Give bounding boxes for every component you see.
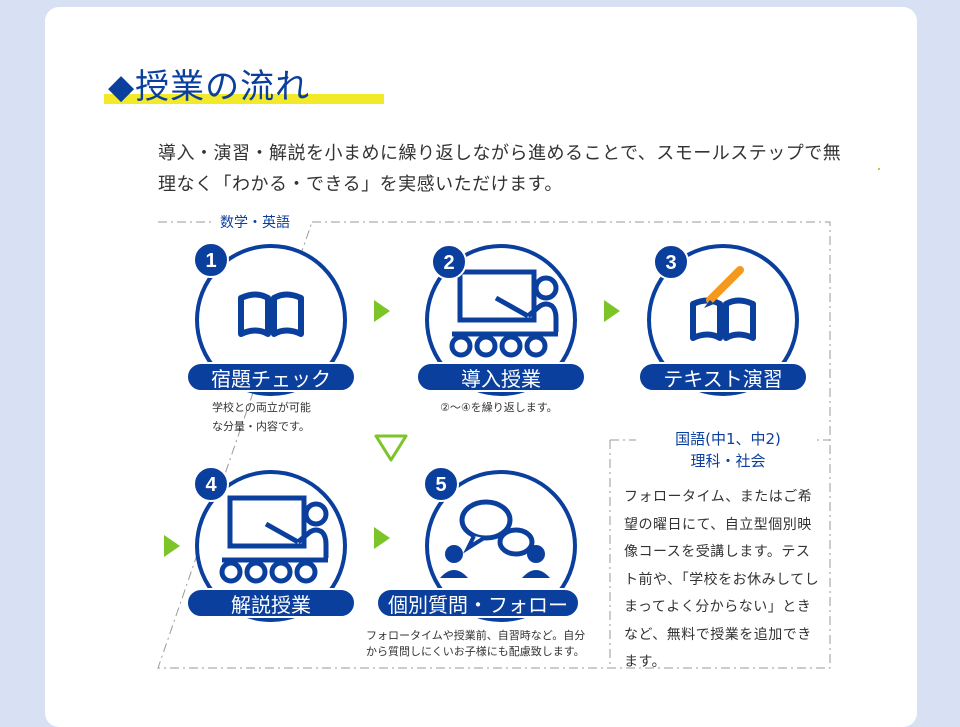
step-title: 導入授業	[416, 362, 586, 392]
step-5-note: フォロータイムや授業前、自習時など。自分 から質問しにくいお子様にも配慮致します…	[366, 629, 586, 658]
step-number: 4	[205, 474, 217, 496]
step-number: 2	[443, 252, 454, 274]
group-label-main: 数学・英語	[214, 212, 296, 232]
flow-arrow-1-2	[374, 300, 390, 322]
flow-arrow-4-5	[374, 527, 390, 549]
side-group-title: 国語(中1、中2) 理科・社会	[640, 428, 816, 472]
section-title: ◆授業の流れ	[108, 67, 311, 107]
step-5: 5 個別質問・フォロー	[376, 462, 580, 642]
step-title: テキスト演習	[638, 362, 808, 392]
step-title: 宿題チェック	[186, 362, 356, 392]
step-1-note: 学校との両立が可能 な分量・内容です。	[212, 401, 311, 433]
heading-underline	[104, 94, 384, 104]
step-3: 3 テキスト演習	[638, 236, 808, 416]
intro-text: 導入・演習・解説を小まめに繰り返しながら進めることで、スモールステップで無理なく…	[158, 143, 842, 195]
side-title-line1: 国語(中1、中2)	[675, 430, 781, 448]
chat-people-icon	[440, 499, 550, 578]
step-number: 5	[435, 474, 446, 496]
side-body-text: フォロータイム、またはご希望の曜日にて、自立型個別映像コースを受講します。テスト…	[624, 489, 820, 670]
step-1: 1 宿題チェック	[186, 236, 356, 416]
flow-arrow-3-4	[374, 434, 408, 462]
step-2: 2 導入授業	[416, 236, 586, 416]
decor-dot	[878, 168, 880, 170]
section-heading: ◆授業の流れ	[104, 66, 384, 108]
book-icon	[238, 291, 304, 337]
teacher-board-icon	[449, 269, 559, 358]
flow-arrow-into-4	[164, 535, 180, 557]
pencil-book-icon	[690, 266, 756, 341]
step-title: 個別質問・フォロー	[376, 588, 580, 618]
step-number: 3	[665, 252, 676, 274]
step-2-note: ②〜④を繰り返します。	[440, 401, 558, 414]
teacher-board-icon	[219, 495, 329, 584]
flow-arrow-2-3	[604, 300, 620, 322]
step-4: 4 解説授業	[186, 462, 356, 642]
step-number: 1	[205, 250, 216, 272]
side-title-line2: 理科・社会	[690, 452, 766, 470]
step-title: 解説授業	[186, 588, 356, 618]
